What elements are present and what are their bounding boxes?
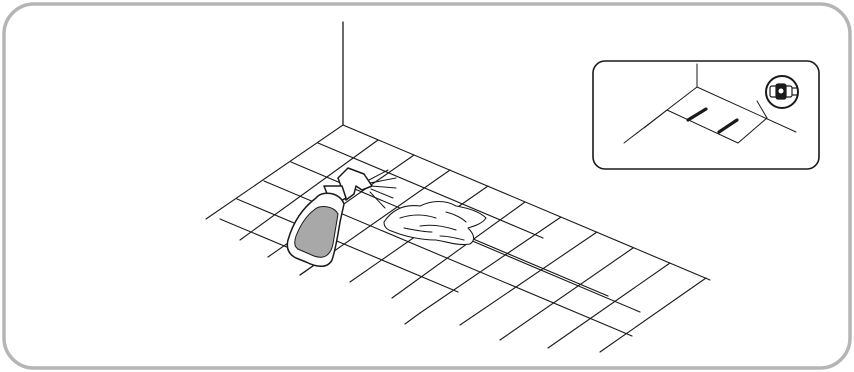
cleaning-cloth-icon	[383, 200, 487, 246]
grout-marks	[686, 107, 739, 134]
floor-corner-detail	[592, 60, 820, 170]
spray-bottle-icon	[286, 167, 373, 267]
magnifier-icon	[765, 75, 799, 109]
spray-mist	[368, 169, 397, 209]
